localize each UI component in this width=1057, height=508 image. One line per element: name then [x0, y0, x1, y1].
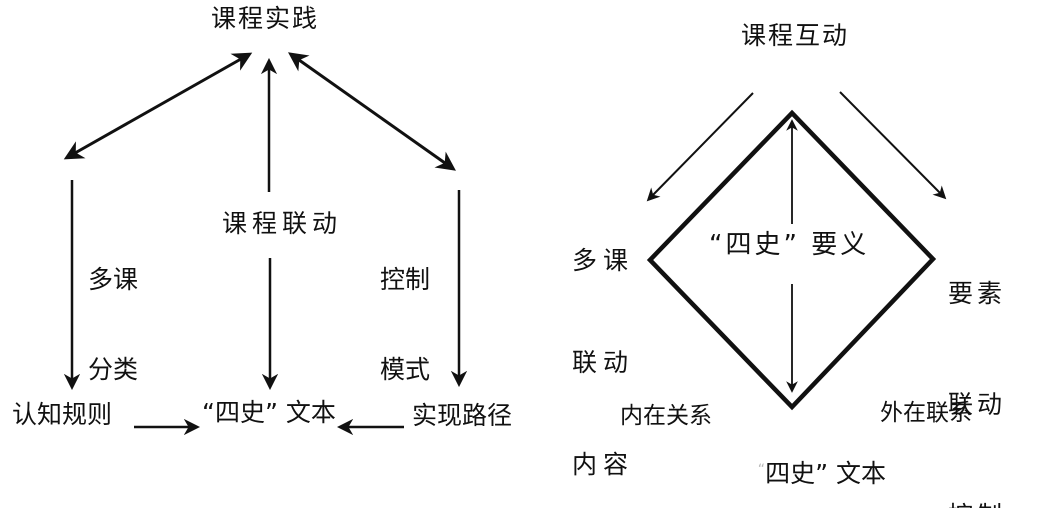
left-diagram-title: 课程实践: [211, 4, 320, 33]
label-external-relations: 外在联系: [880, 400, 972, 426]
right-branch-label-line2: 模式: [380, 355, 431, 384]
diamond-right-label-line1: 要素: [948, 279, 1007, 308]
diamond-left-label-line2: 联动: [572, 348, 635, 377]
arrow-practice-left-diagonal: [63, 52, 253, 160]
diamond-right-label: 要素 联动 控制: [948, 201, 1006, 508]
arrow-interaction-to-right: [839, 91, 947, 200]
left-branch-label-line2: 分类: [88, 355, 139, 384]
label-internal-relations: 内在关系: [620, 403, 712, 429]
diamond-outline: [646, 109, 937, 411]
left-branch-label-multicourse: 多课 分类: [88, 205, 138, 445]
node-cognitive-rules: 认知规则: [12, 400, 113, 429]
diamond-right-label-line2: 联动: [948, 390, 1007, 419]
right-diagram-title: 课程互动: [741, 21, 850, 50]
diamond-right-label-line3: 控制: [948, 497, 1006, 508]
diamond-left-label-line1: 多课: [572, 246, 635, 275]
diamond-left-label: 多课 联动 内容 分配: [572, 176, 634, 508]
node-four-histories-text-right-text: 四史” 文本: [765, 458, 886, 488]
node-four-histories-text-right: “四史” 文本: [726, 431, 886, 508]
arrow-interaction-to-left: [646, 92, 754, 202]
diamond-center-label: “四史” 要义: [709, 230, 870, 260]
right-branch-label-control: 控制 模式: [380, 205, 430, 445]
center-branch-label-linkage: 课程联动: [222, 209, 343, 238]
node-implementation-path: 实现路径: [412, 401, 513, 430]
arrow-practice-right-diagonal: [288, 52, 456, 171]
right-branch-label-line1: 控制: [380, 265, 431, 294]
diamond-left-label-line3: 内容: [572, 450, 635, 479]
left-branch-label-line1: 多课: [88, 265, 139, 294]
faint-open-quote: “: [757, 461, 766, 478]
node-four-histories-text-left: “四史” 文本: [202, 398, 336, 427]
